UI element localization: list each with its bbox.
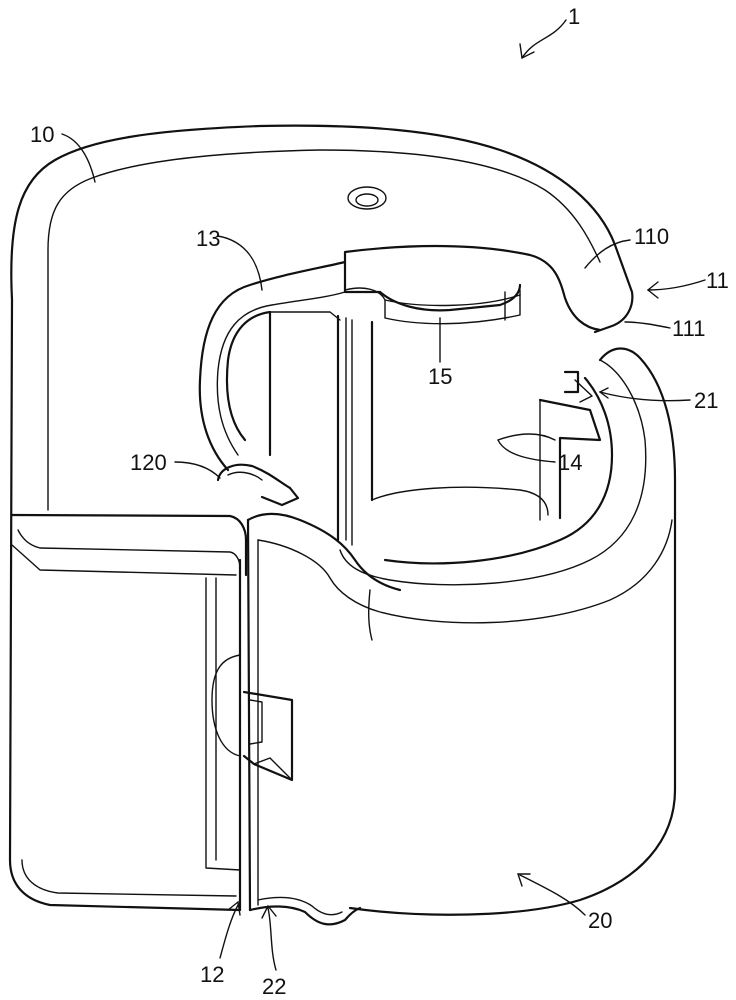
label-15: 15: [428, 364, 452, 389]
label-10: 10: [30, 122, 54, 147]
label-111: 111: [672, 316, 705, 341]
label-1: 1: [568, 4, 580, 29]
label-120: 120: [130, 450, 167, 475]
label-14: 14: [558, 450, 582, 475]
label-110: 110: [634, 224, 669, 249]
label-20: 20: [588, 908, 612, 933]
label-22: 22: [262, 974, 286, 999]
right-housing-part: [244, 348, 675, 924]
label-12: 12: [200, 962, 224, 987]
left-housing-part: [10, 126, 632, 910]
label-21: 21: [694, 388, 718, 413]
reference-labels: 1 10 13 110 11 111 15 21 14 120 20 12 22: [30, 4, 729, 999]
label-13: 13: [196, 226, 220, 251]
inner-opening: [200, 246, 600, 545]
label-11: 11: [706, 268, 729, 293]
